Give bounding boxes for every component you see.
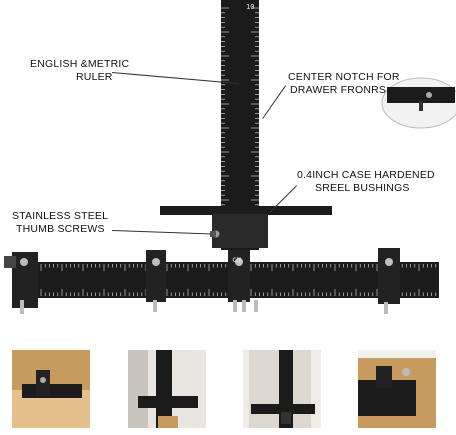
ruler-label: ENGLISH &METRIC RULER [30,58,130,83]
post-center [228,250,250,302]
thumbnail-jig-on-drawer-front [243,350,321,428]
post-left [146,250,166,302]
cross-bar [160,206,332,215]
ruler-top-number: 10 [246,3,254,11]
thumbnail-jig-on-cabinet-door [128,350,206,428]
center-notch-zoom [381,77,456,129]
thumbnail-jig-on-drawer-edge [12,350,90,428]
horizontal-ruler [14,262,439,298]
post-right [378,248,400,304]
thumbnail-jig-on-wood-panel [358,350,436,428]
slide-block [212,214,268,248]
thumb-screws-label: STAINLESS STEEL THUMB SCREWS [12,210,109,235]
unit-cm: cm [232,255,242,264]
center-notch-label: CENTER NOTCH FOR DRAWER FRONRS [288,71,400,96]
cabinet-jig-tool: 10 cm in [4,0,439,314]
unit-in: in [252,255,262,264]
bushings-label: 0.4INCH CASE HARDENED SREEL BUSHINGS [297,169,435,194]
